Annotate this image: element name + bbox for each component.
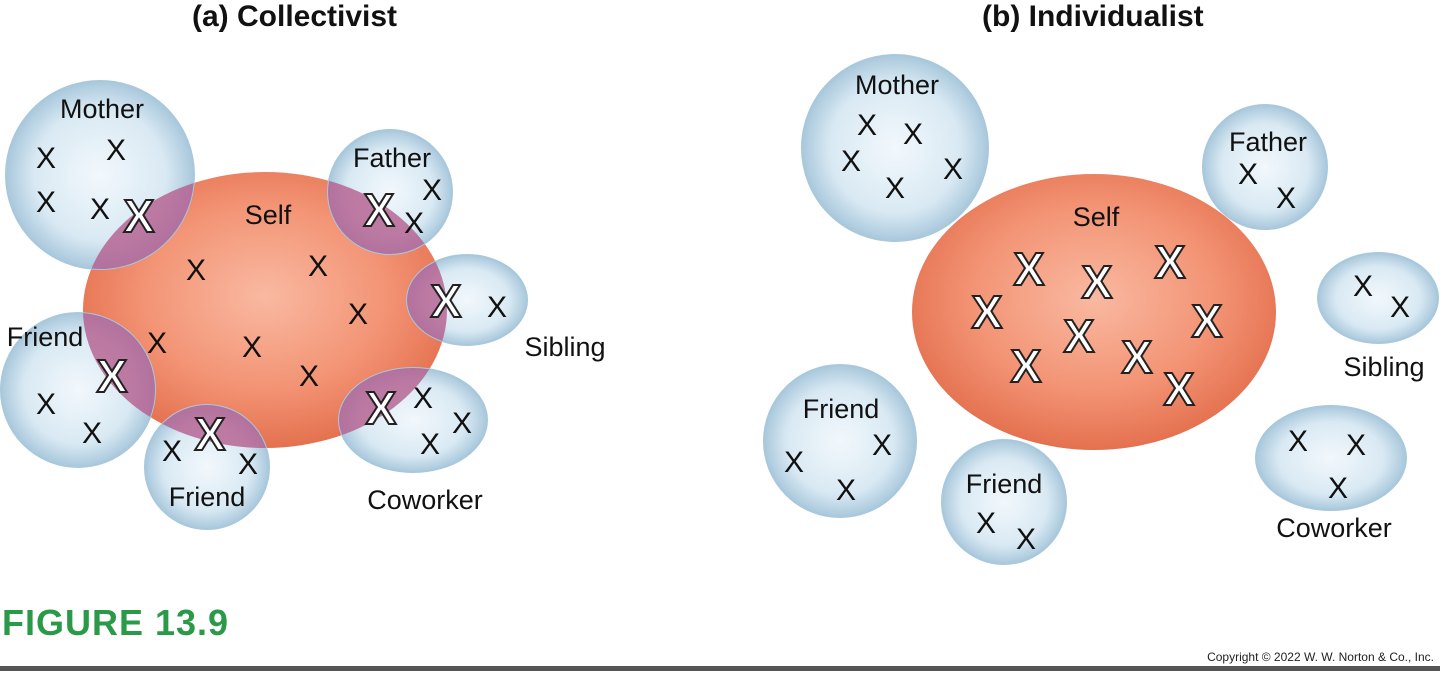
- self-label-b: Self: [1073, 202, 1120, 232]
- self-x-mark: X: [1014, 243, 1045, 295]
- x-mark: X: [36, 142, 56, 175]
- panel-a-title: (a) Collectivist: [192, 0, 398, 33]
- x-mark: X: [903, 118, 923, 151]
- self-label-a: Self: [245, 200, 292, 230]
- self-x-marks-b: X X X X X X X X X: [971, 235, 1224, 416]
- father-circle-b: [1202, 104, 1328, 230]
- x-mark: X: [1276, 182, 1296, 215]
- shared-x-mark: X: [124, 190, 155, 242]
- coworker-label-a: Coworker: [367, 485, 483, 515]
- self-ellipse-b: [912, 174, 1276, 450]
- x-mark: X: [1238, 158, 1258, 191]
- x-mark: X: [943, 153, 963, 186]
- mother-circle-b: [801, 54, 989, 242]
- friend-bottom-circle-b: [941, 439, 1067, 565]
- x-mark: X: [841, 145, 861, 178]
- friend-bottom-label-a: Friend: [169, 482, 246, 512]
- x-mark: X: [238, 448, 258, 481]
- shared-x-mark: X: [195, 408, 226, 460]
- father-label-b: Father: [1229, 127, 1307, 157]
- x-mark: X: [857, 109, 877, 142]
- x-mark: X: [147, 327, 167, 360]
- copyright-notice: Copyright © 2022 W. W. Norton & Co., Inc…: [1207, 650, 1434, 664]
- x-mark: X: [487, 291, 507, 324]
- panel-a-collectivist: Self Mother Father Sibling Friend Friend…: [0, 80, 606, 530]
- self-x-mark: X: [1082, 256, 1113, 308]
- sibling-label-b: Sibling: [1343, 352, 1424, 382]
- x-mark: X: [348, 298, 368, 331]
- x-mark: X: [36, 186, 56, 219]
- shared-x-marks-a: X X X X X X: [96, 183, 463, 461]
- figure-label: FIGURE 13.9: [2, 602, 230, 643]
- shared-x-mark: X: [366, 382, 397, 434]
- self-x-mark: X: [1155, 236, 1186, 288]
- x-mark: X: [1016, 523, 1036, 556]
- self-x-mark: X: [1064, 310, 1095, 362]
- x-mark: X: [420, 428, 440, 461]
- x-mark: X: [976, 507, 996, 540]
- shared-x-mark: X: [97, 350, 128, 402]
- x-mark: X: [1328, 472, 1348, 505]
- x-mark: X: [162, 435, 182, 468]
- x-mark: X: [1346, 429, 1366, 462]
- x-mark: X: [106, 134, 126, 167]
- x-mark: X: [299, 360, 319, 393]
- x-mark: X: [36, 388, 56, 421]
- friend-left-circle-b: [763, 364, 917, 518]
- x-mark: X: [452, 407, 472, 440]
- x-mark: X: [872, 429, 892, 462]
- friend-left-label-b: Friend: [803, 394, 880, 424]
- bottom-rule: [0, 666, 1440, 671]
- coworker-circle-b: [1255, 405, 1407, 511]
- x-mark: X: [82, 417, 102, 450]
- x-marks-b: X X X X X X X X X X X X X X X X X: [784, 109, 1410, 556]
- x-mark: X: [404, 207, 424, 240]
- x-mark: X: [422, 174, 442, 207]
- x-mark: X: [1288, 425, 1308, 458]
- self-x-mark: X: [1192, 295, 1223, 347]
- father-label-a: Father: [353, 143, 431, 173]
- friend-bottom-label-b: Friend: [966, 469, 1043, 499]
- panel-b-individualist: Self Mother Father Sibling Friend Friend…: [763, 54, 1439, 565]
- self-x-mark: X: [1164, 363, 1195, 415]
- x-mark: X: [784, 446, 804, 479]
- x-mark: X: [242, 331, 262, 364]
- panel-b-title: (b) Individualist: [982, 0, 1204, 33]
- x-mark: X: [836, 474, 856, 507]
- shared-x-mark: X: [364, 184, 395, 236]
- friend-left-label-a: Friend: [7, 322, 84, 352]
- self-x-mark: X: [972, 286, 1003, 338]
- self-x-mark: X: [1122, 331, 1153, 383]
- self-x-mark: X: [1011, 340, 1042, 392]
- x-mark: X: [885, 172, 905, 205]
- x-mark: X: [1390, 291, 1410, 324]
- sibling-label-a: Sibling: [524, 332, 605, 362]
- x-mark: X: [413, 382, 433, 415]
- x-mark: X: [308, 250, 328, 283]
- coworker-label-b: Coworker: [1276, 513, 1392, 543]
- x-mark: X: [1353, 270, 1373, 303]
- mother-label-a: Mother: [60, 94, 144, 124]
- x-marks-a: X X X X X X X X X X X X X X X X X X X X: [36, 134, 507, 481]
- x-mark: X: [186, 254, 206, 287]
- sibling-circle-b: [1317, 252, 1439, 344]
- x-mark: X: [90, 193, 110, 226]
- shared-x-mark: X: [431, 275, 462, 327]
- mother-label-b: Mother: [855, 70, 939, 100]
